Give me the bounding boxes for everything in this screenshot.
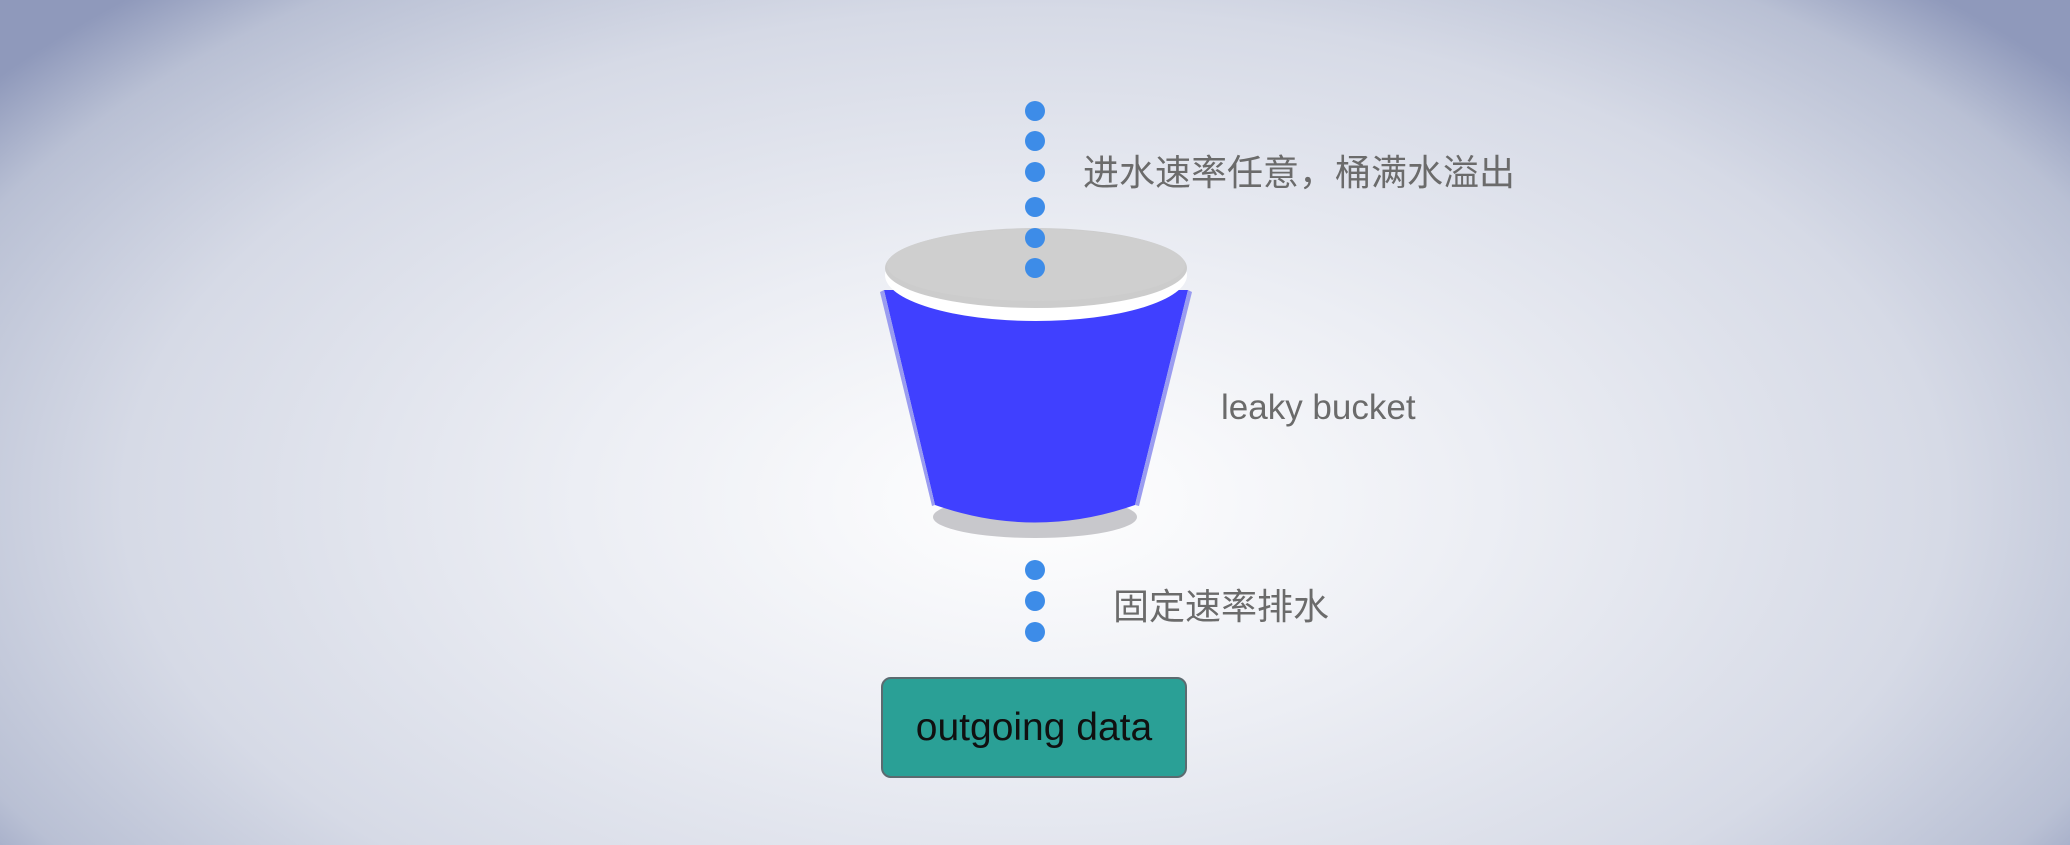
outflow-drop	[1025, 591, 1045, 611]
outflow-drop	[1025, 622, 1045, 642]
outflow-label: 固定速率排水	[1113, 587, 1330, 628]
inflow-drop	[1025, 228, 1045, 248]
inflow-drops	[1025, 101, 1045, 278]
inflow-drop	[1025, 197, 1045, 217]
inflow-drop	[1025, 162, 1045, 182]
inflow-drop	[1025, 131, 1045, 151]
bucket-side-highlight	[1135, 290, 1192, 506]
bucket-body	[884, 290, 1188, 523]
bucket-side-highlight-left	[880, 290, 935, 506]
outgoing-data-label: outgoing data	[915, 705, 1153, 749]
outflow-drops	[1025, 560, 1045, 642]
inflow-label: 进水速率任意，桶满水溢出	[1083, 153, 1516, 194]
inflow-drop	[1025, 258, 1045, 278]
outgoing-data-box: outgoing data	[881, 677, 1187, 778]
outflow-drop	[1025, 560, 1045, 580]
inflow-drop	[1025, 101, 1045, 121]
bucket-label: leaky bucket	[1221, 388, 1416, 427]
